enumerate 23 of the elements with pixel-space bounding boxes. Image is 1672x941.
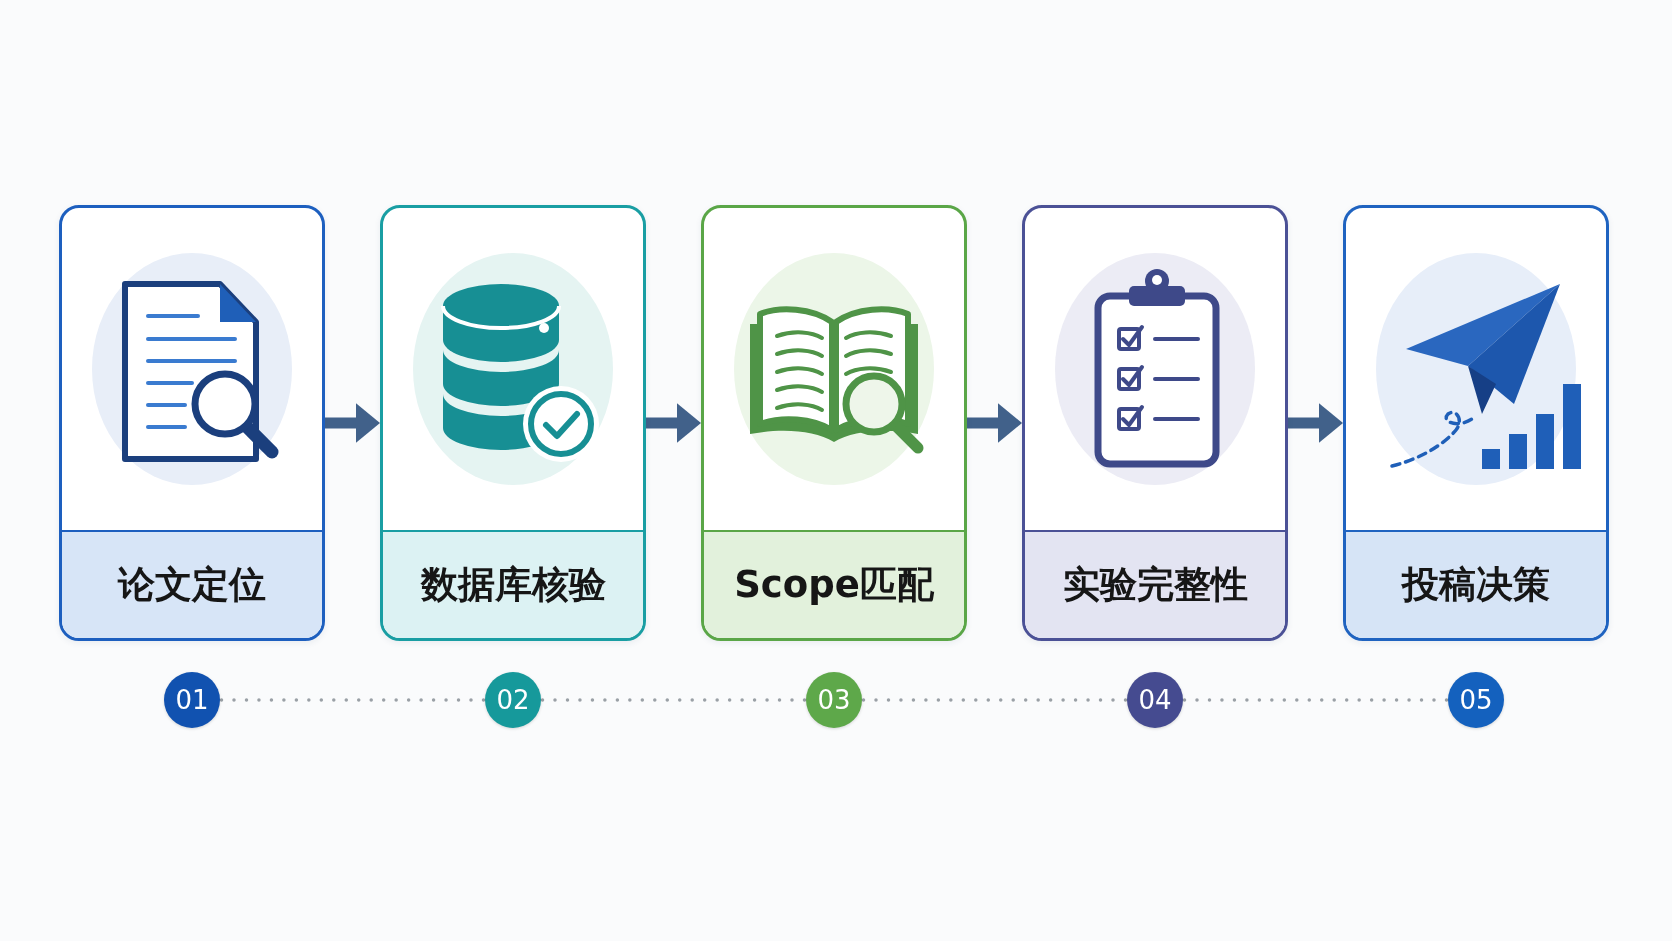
step-title: 数据库核验 [420, 563, 606, 607]
arrow [325, 403, 380, 443]
dotted-line [860, 698, 1129, 702]
step-title: 投稿决策 [1402, 563, 1550, 607]
step-title: 实验完整性 [1062, 563, 1248, 607]
arrow [646, 403, 701, 443]
step-card [59, 205, 325, 641]
step-number: 03 [806, 672, 862, 728]
step-number: 05 [1448, 672, 1504, 728]
step-card [701, 205, 967, 641]
dotted-line [1181, 698, 1450, 702]
step-title: 论文定位 [118, 563, 266, 607]
step-card [380, 205, 646, 641]
dotted-line [218, 698, 487, 702]
step-number: 02 [485, 672, 541, 728]
arrow [1288, 403, 1343, 443]
dotted-line [539, 698, 808, 702]
arrow [967, 403, 1022, 443]
step-card [1343, 205, 1609, 641]
step-title: Scope匹配 [734, 563, 934, 607]
step-number: 01 [164, 672, 220, 728]
step-card [1022, 205, 1288, 641]
step-number: 04 [1127, 672, 1183, 728]
